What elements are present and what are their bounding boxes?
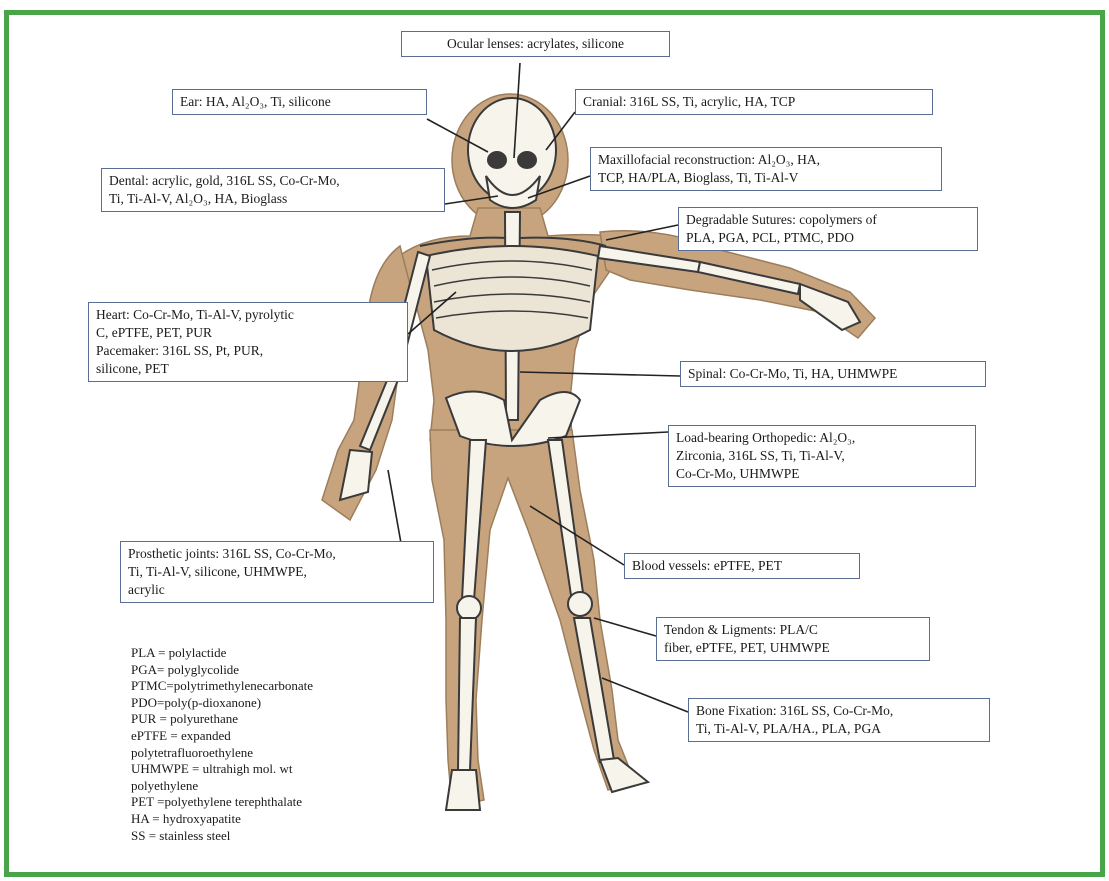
legend-item: SS = stainless steel xyxy=(131,828,401,845)
callout-prosthetic-joints: Prosthetic joints: 316L SS, Co-Cr-Mo, Ti… xyxy=(120,541,434,603)
legend-item: PLA = polylactide xyxy=(131,645,401,662)
legend-item: PUR = polyurethane xyxy=(131,711,401,728)
legend-item: polyethylene xyxy=(131,778,401,795)
callout-bone-fixation: Bone Fixation: 316L SS, Co-Cr-Mo, Ti, Ti… xyxy=(688,698,990,742)
callout-dental: Dental: acrylic, gold, 316L SS, Co-Cr-Mo… xyxy=(101,168,445,212)
legend-item: polytetrafluoroethylene xyxy=(131,745,401,762)
callout-ear: Ear: HA, Al₂O₃, Ti, silicone xyxy=(172,89,427,115)
callout-heart-pacemaker: Heart: Co-Cr-Mo, Ti-Al-V, pyrolytic C, e… xyxy=(88,302,408,382)
abbreviation-legend: PLA = polylactide PGA= polyglycolide PTM… xyxy=(131,645,401,844)
callout-degradable-sutures: Degradable Sutures: copolymers of PLA, P… xyxy=(678,207,978,251)
legend-item: PGA= polyglycolide xyxy=(131,662,401,679)
legend-item: PTMC=polytrimethylenecarbonate xyxy=(131,678,401,695)
callout-cranial: Cranial: 316L SS, Ti, acrylic, HA, TCP xyxy=(575,89,933,115)
callout-blood-vessels: Blood vessels: ePTFE, PET xyxy=(624,553,860,579)
legend-item: UHMWPE = ultrahigh mol. wt xyxy=(131,761,401,778)
callout-maxillofacial: Maxillofacial reconstruction: Al₂O₃, HA,… xyxy=(590,147,942,191)
legend-item: ePTFE = expanded xyxy=(131,728,401,745)
legend-item: HA = hydroxyapatite xyxy=(131,811,401,828)
legend-item: PET =polyethylene terephthalate xyxy=(131,794,401,811)
legend-item: PDO=poly(p-dioxanone) xyxy=(131,695,401,712)
callout-tendon-ligaments: Tendon & Ligments: PLA/C fiber, ePTFE, P… xyxy=(656,617,930,661)
callout-load-bearing-orthopedic: Load-bearing Orthopedic: Al₂O₃, Zirconia… xyxy=(668,425,976,487)
callout-ocular-lenses: Ocular lenses: acrylates, silicone xyxy=(401,31,670,57)
callout-spinal: Spinal: Co-Cr-Mo, Ti, HA, UHMWPE xyxy=(680,361,986,387)
